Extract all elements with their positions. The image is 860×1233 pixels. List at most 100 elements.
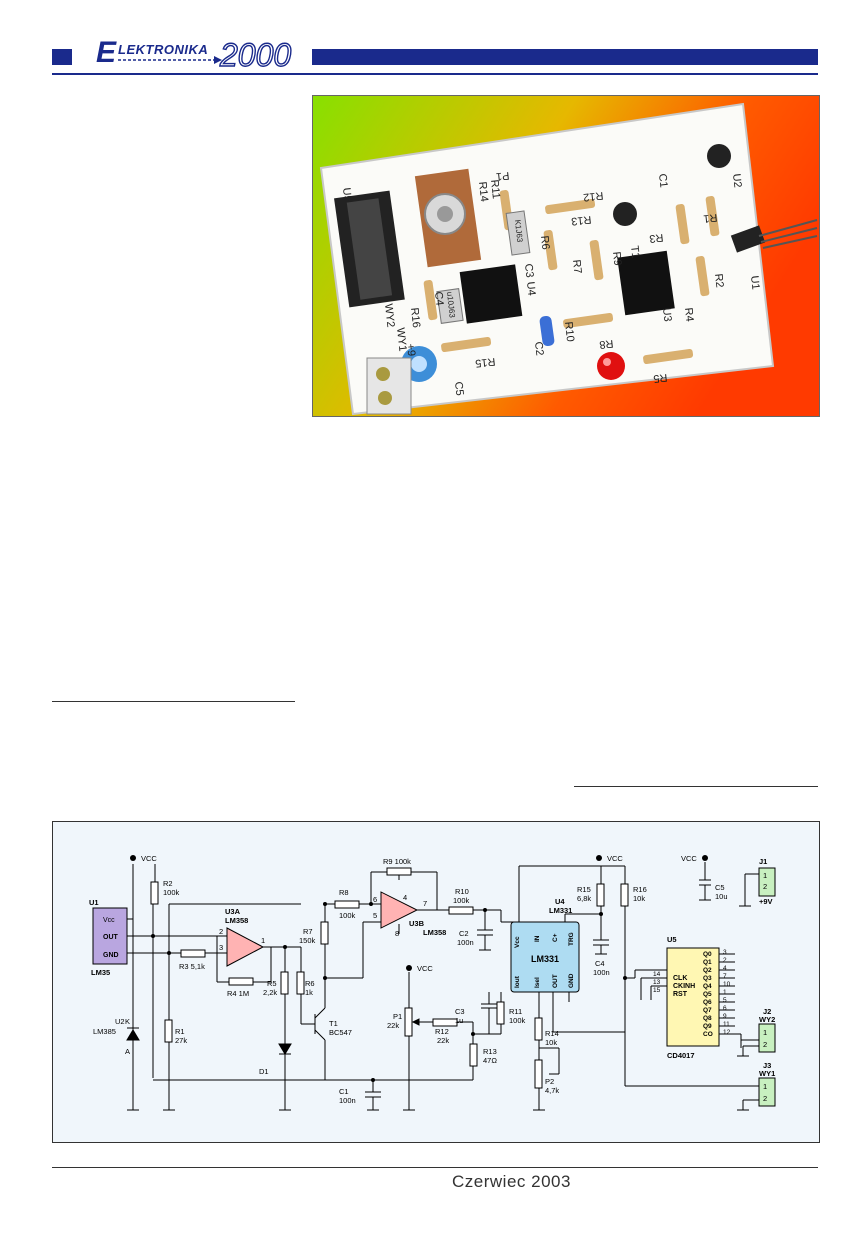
header-bar: [312, 49, 818, 65]
schem-p2-ref: P2: [545, 1077, 554, 1086]
schem-u5-q2: Q2: [703, 967, 712, 974]
schem-r7-val: 150k: [299, 936, 316, 945]
schem-j3-ref: J3: [763, 1061, 771, 1070]
schem-u5-pn-13: 13: [653, 979, 661, 986]
terminal-block: [366, 357, 412, 415]
schem-vcc-2: VCC: [417, 964, 433, 973]
schem-u2-k: K: [125, 1017, 130, 1026]
schem-u3b-pin8: 8: [395, 929, 399, 938]
text-rule-left: [52, 701, 295, 702]
schem-c5-val: 10u: [715, 892, 728, 901]
schem-u1-part: LM35: [91, 968, 110, 977]
photo-label-r6: R6: [538, 235, 551, 250]
schem-u5-q6: Q6: [703, 999, 712, 1006]
schem-u5-ref: U5: [667, 935, 677, 944]
schem-p2-val: 4,7k: [545, 1086, 559, 1095]
photo-label-u2: U2: [730, 173, 743, 188]
schem-u3a-part: LM358: [225, 916, 248, 925]
schem-u3b-pin6: 6: [373, 895, 377, 904]
schem-u5-q7: Q7: [703, 1007, 712, 1014]
photo-label-r8: R8: [599, 337, 614, 350]
schem-r16-ref: R16: [633, 885, 647, 894]
photo-label-wy2: WY2: [382, 303, 396, 328]
photo-label-cap-c3: K1J63: [513, 219, 524, 243]
schem-u5-pn-14: 14: [653, 971, 661, 978]
photo-label-r10: R10: [562, 321, 576, 342]
schem-j1-net: +9V: [759, 897, 773, 906]
schem-u5-pn-4: 4: [723, 965, 727, 972]
footer-rule: [52, 1167, 818, 1168]
schem-j2-net: WY2: [759, 1015, 775, 1024]
schem-j3-p2: 2: [763, 1094, 767, 1103]
photo-label-r4: R4: [682, 307, 695, 322]
ic-u4: [459, 264, 523, 324]
schem-r14-ref: R14: [545, 1029, 559, 1038]
schem-c5-ref: C5: [715, 883, 725, 892]
schem-c4-val: 100n: [593, 968, 610, 977]
schem-u5-pn-3: 3: [723, 949, 727, 956]
schem-u5-pn-6: 6: [723, 1005, 727, 1012]
schem-u4-pin-in: IN: [534, 935, 541, 942]
schem-u5-pn-2: 2: [723, 957, 727, 964]
schem-u3a-pin-minus: 2: [219, 927, 223, 936]
schem-j1-p1: 1: [763, 871, 767, 880]
schem-u4-pin-cplus: C+: [552, 933, 559, 942]
schem-u2-ref: U2: [115, 1017, 125, 1026]
photo-label-r16: R16: [408, 307, 422, 328]
schem-r10-ref: R10: [455, 887, 469, 896]
schem-r15-val: 6,8k: [577, 894, 591, 903]
schem-u3a-pin-plus: 3: [219, 943, 223, 952]
schem-u5-pn-12: 12: [723, 1029, 731, 1036]
schem-u1-pin-vcc: Vcc: [103, 917, 115, 924]
footer-issue-date: Czerwiec 2003: [452, 1172, 571, 1191]
ic-u3: [617, 250, 675, 316]
schem-c4-ref: C4: [595, 959, 605, 968]
schem-r2-val: 100k: [163, 888, 180, 897]
logo-number: 2000: [219, 37, 291, 72]
schem-r7-ref: R7: [303, 927, 313, 936]
circuit-schematic: VCC VCC VCC VCC U1 Vcc OUT GND LM35 U2 L…: [52, 821, 820, 1143]
schem-u3a-ref: U3A: [225, 907, 241, 916]
schem-j1-ref: J1: [759, 857, 767, 866]
schem-r4: R4 1M: [227, 989, 249, 998]
schem-u1-pin-out: OUT: [103, 934, 119, 941]
schem-u3b-pin4: 4: [403, 893, 407, 902]
schem-r6-ref: R6: [305, 979, 315, 988]
capacitor-c3: [505, 210, 531, 256]
photo-label-r12: R12: [583, 189, 604, 203]
photo-label-c5: C5: [452, 381, 465, 396]
schem-r5-val: 2,2k: [263, 988, 277, 997]
schem-u2-part: LM385: [93, 1027, 116, 1036]
schem-d1: D1: [259, 1067, 269, 1076]
photo-label-wy1: WY1: [394, 327, 408, 352]
schem-r11-val: 100k: [509, 1016, 526, 1025]
photo-label-c2: C2: [532, 341, 545, 356]
pcb-photo: U5 R14 R11 P1 R12 C1 U2 R13 R6 T1 R3 R1 …: [312, 95, 820, 417]
schem-c1-val: 100n: [339, 1096, 356, 1105]
schem-r11-ref: R11: [509, 1007, 522, 1016]
schem-u4-pin-gnd: GND: [568, 973, 575, 988]
transistor-u2: [707, 144, 731, 168]
schem-r3: R3 5,1k: [179, 962, 205, 971]
schem-u5-part: CD4017: [667, 1051, 695, 1060]
schem-u5-pn-9: 9: [723, 1013, 727, 1020]
schem-r9: R9 100k: [383, 857, 411, 866]
schem-u5-q8: Q8: [703, 1015, 712, 1022]
schem-vcc-3: VCC: [607, 854, 623, 863]
schem-j2-ref: J2: [763, 1007, 771, 1016]
schem-j2-p2: 2: [763, 1040, 767, 1049]
schem-vcc-1: VCC: [141, 854, 157, 863]
schem-u5-pn-7: 7: [723, 973, 727, 980]
schem-u4-pin-iout: Iout: [514, 975, 521, 988]
schem-u5-pn-10: 10: [723, 981, 731, 988]
schem-j1-p2: 2: [763, 882, 767, 891]
schem-u5-pin-clk: CLK: [673, 975, 687, 982]
schem-c2-ref: C2: [459, 929, 469, 938]
sensor-u1: [730, 225, 766, 253]
schem-c2-val: 100n: [457, 938, 474, 947]
schem-r6-val: 1k: [305, 988, 313, 997]
schem-r8-ref: R8: [339, 888, 349, 897]
photo-label-u4: U4: [524, 281, 537, 296]
capacitor-c4: [436, 288, 464, 324]
magazine-logo: E LEKTRONIKA 2000: [96, 36, 292, 72]
